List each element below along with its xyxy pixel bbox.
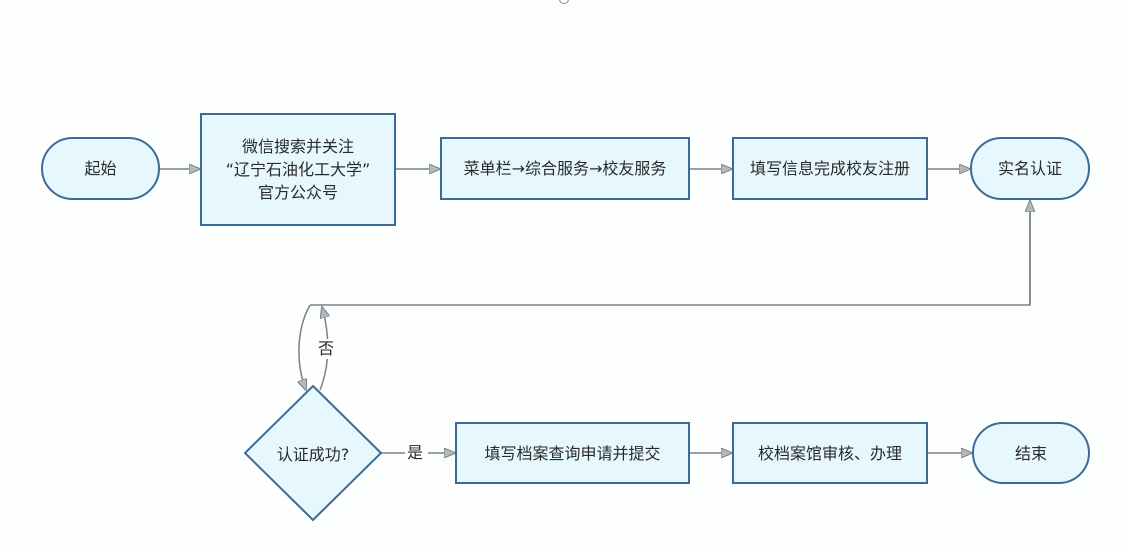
decision-node[interactable]: 认证成功?	[245, 433, 381, 473]
edge-loop-down	[299, 304, 311, 390]
decision-diamond	[243, 384, 383, 522]
real-name-node[interactable]: 实名认证	[970, 137, 1090, 200]
end-label: 结束	[1014, 443, 1047, 463]
follow-account-line-2: “辽宁石油化工大学”	[225, 160, 371, 179]
menu-path-node[interactable]: 菜单栏→综合服务→校友服务	[440, 137, 690, 200]
register-label: 填写信息完成校友注册	[749, 159, 910, 178]
real-name-label: 实名认证	[997, 159, 1062, 178]
archive-review-label: 校档案馆审核、办理	[757, 443, 902, 463]
start-label: 起始	[84, 159, 117, 178]
edge-label-no: 否	[318, 339, 335, 359]
archive-review-node[interactable]: 校档案馆审核、办理	[732, 422, 928, 484]
register-node[interactable]: 填写信息完成校友注册	[732, 137, 928, 200]
edge-label-yes: 是	[407, 443, 424, 463]
follow-account-line-3: 官方公众号	[257, 183, 338, 202]
submit-query-node[interactable]: 填写档案查询申请并提交	[455, 422, 690, 484]
end-node[interactable]: 结束	[972, 422, 1090, 484]
edge-realname-to-decision	[310, 200, 1031, 306]
decision-label: 认证成功?	[276, 445, 350, 464]
submit-query-label: 填写档案查询申请并提交	[484, 443, 661, 463]
start-node[interactable]: 起始	[41, 137, 160, 200]
menu-path-label: 菜单栏→综合服务→校友服务	[463, 159, 667, 178]
follow-account-line-1: 微信搜索并关注	[241, 137, 354, 156]
follow-account-node[interactable]: 微信搜索并关注 “辽宁石油化工大学” 官方公众号	[200, 113, 396, 226]
